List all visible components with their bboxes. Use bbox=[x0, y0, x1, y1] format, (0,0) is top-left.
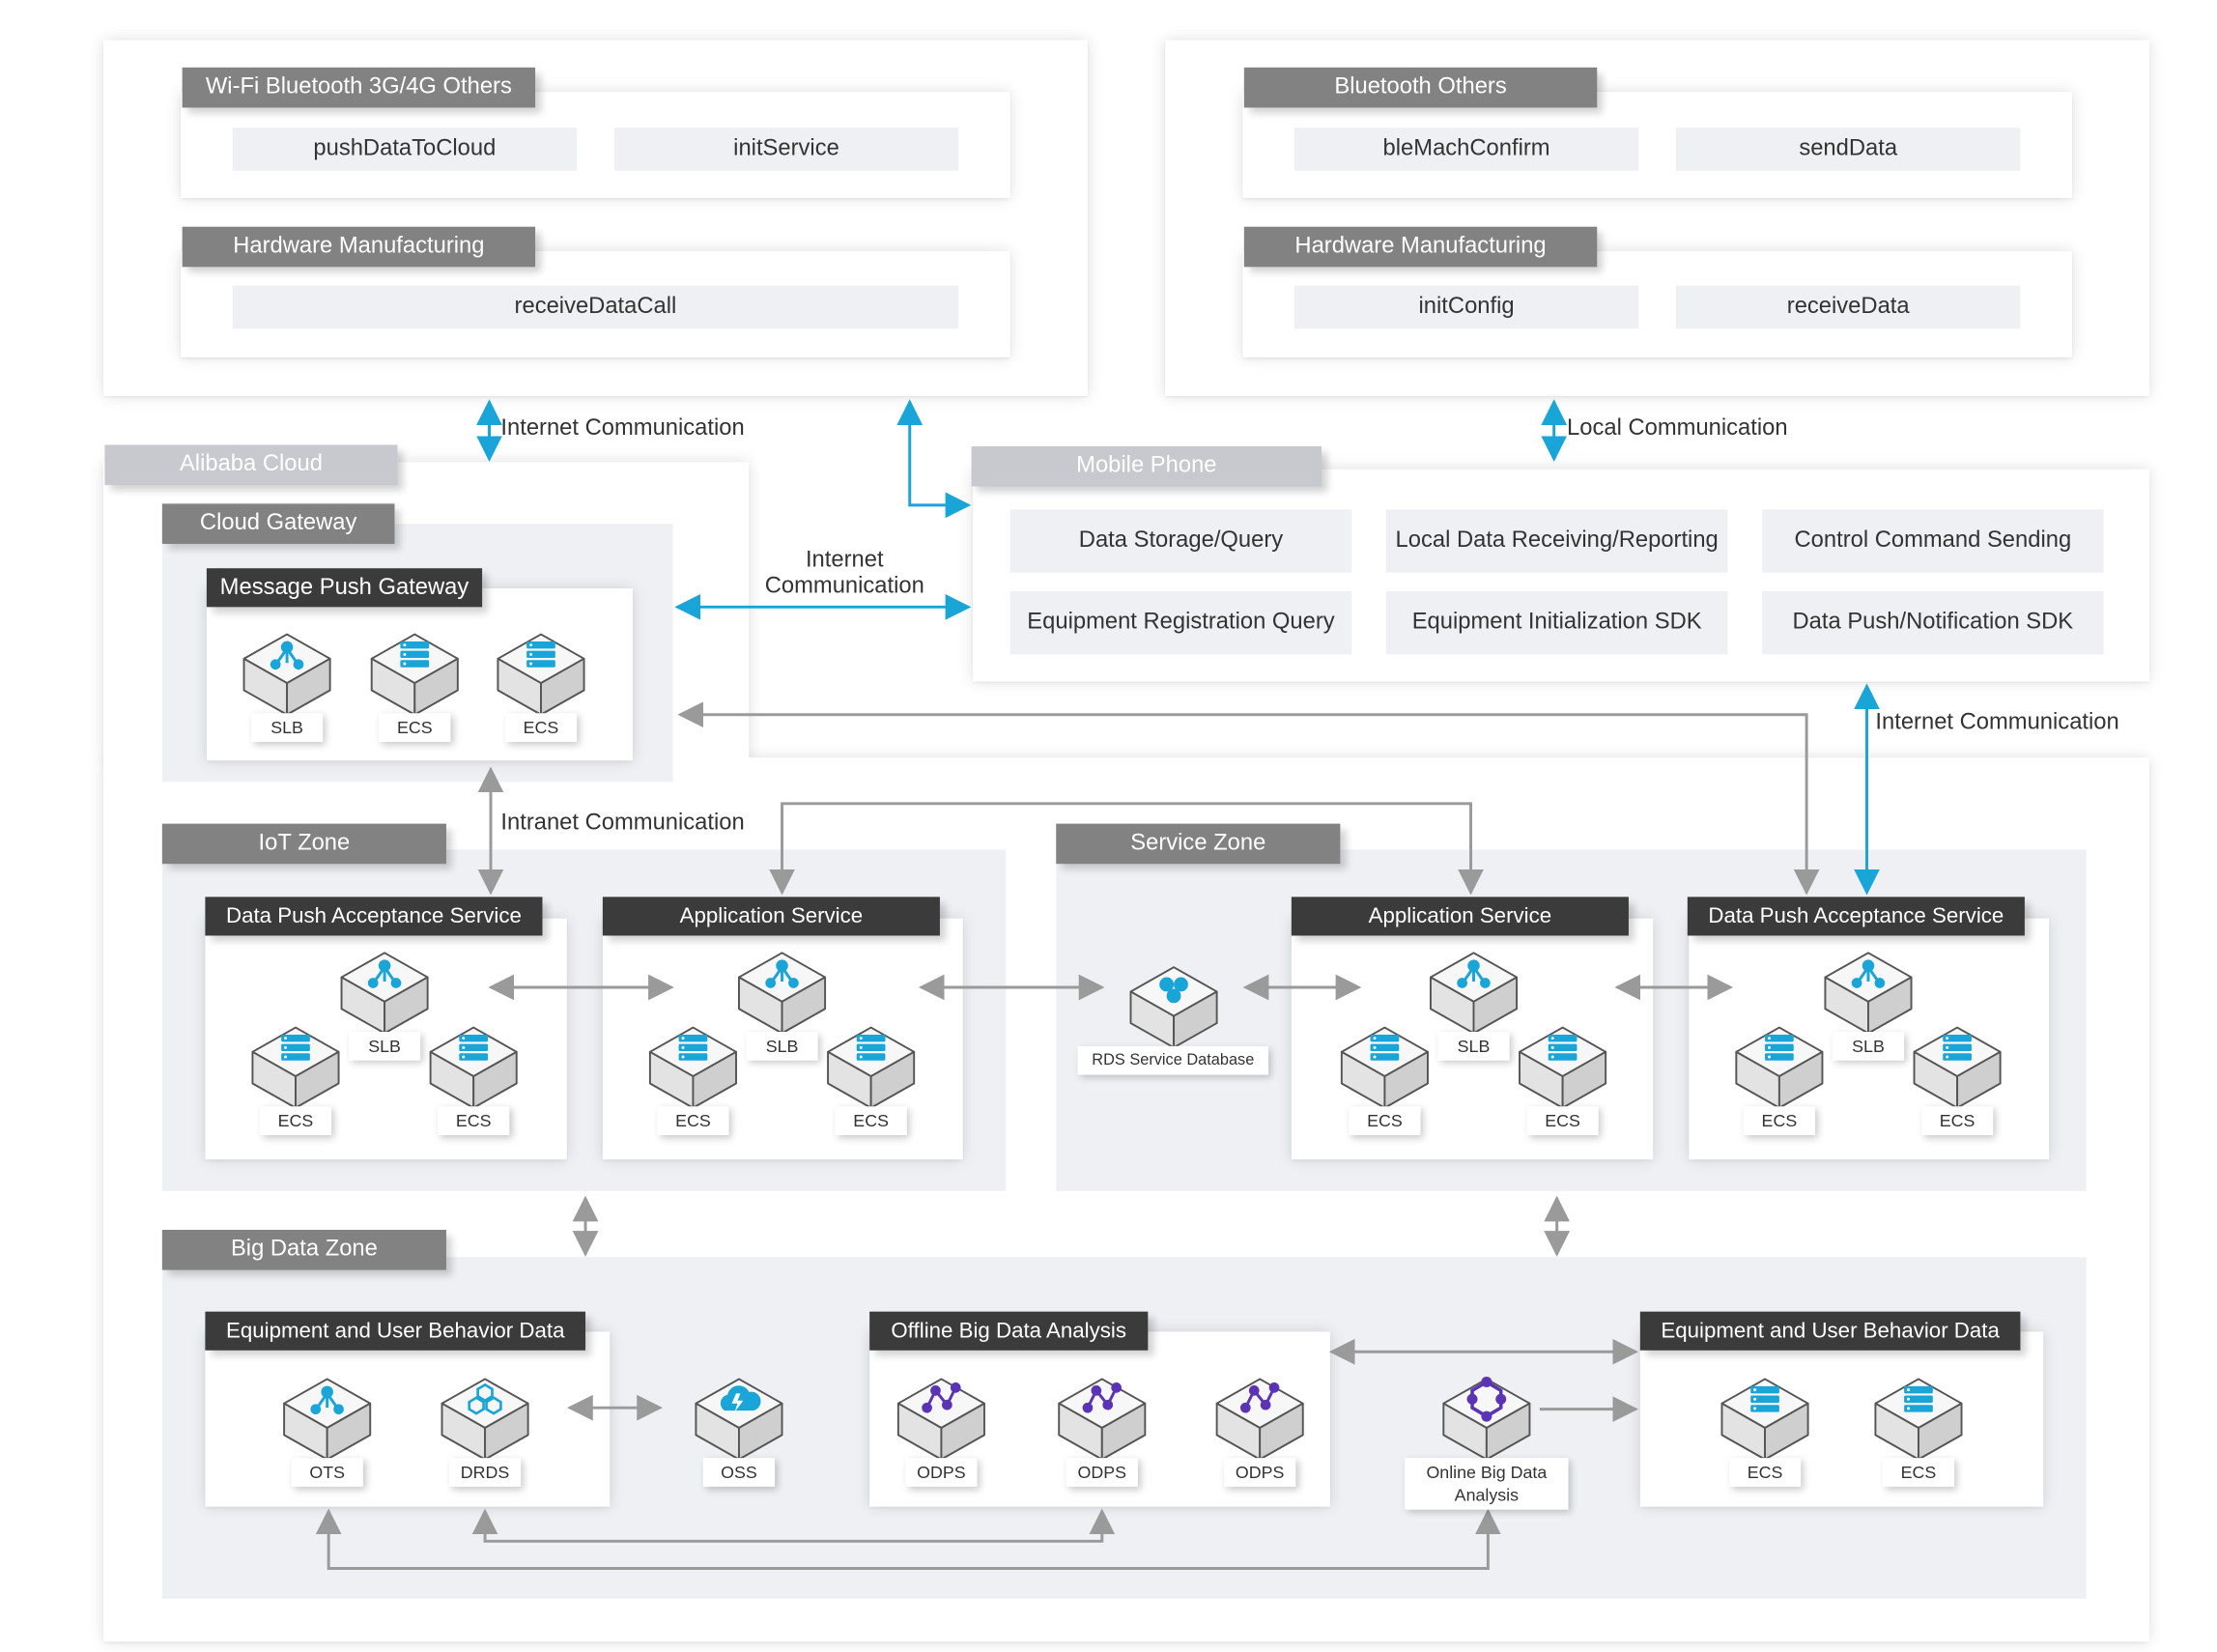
odps-label: ODPS bbox=[905, 1458, 978, 1487]
receive-data-call-cell: receiveDataCall bbox=[232, 285, 959, 329]
ecs-server-icon bbox=[1735, 1026, 1824, 1109]
offline-analysis-title: Offline Big Data Analysis bbox=[869, 1311, 1149, 1351]
data-storage-query-cell: Data Storage/Query bbox=[1009, 509, 1352, 573]
hardware-manufacturing-tag-right: Hardware Manufacturing bbox=[1243, 226, 1598, 268]
big-data-zone-tag: Big Data Zone bbox=[161, 1229, 446, 1270]
local-data-reporting-cell: Local Data Receiving/Reporting bbox=[1385, 509, 1728, 573]
online-line1: Online Big Data bbox=[1426, 1462, 1548, 1483]
iot-app-service-title: Application Service bbox=[602, 897, 940, 936]
ecs-server-icon bbox=[370, 633, 459, 716]
ecs-server-icon bbox=[827, 1026, 916, 1109]
behavior-right-ecs-label: ECS bbox=[1882, 1458, 1955, 1487]
online-line2: Analysis bbox=[1454, 1485, 1520, 1506]
service-push-slb-label: SLB bbox=[1832, 1032, 1905, 1061]
gateway-ecs-label: ECS bbox=[504, 713, 578, 742]
equipment-initialization-cell: Equipment Initialization SDK bbox=[1385, 590, 1728, 655]
odps-analytics-icon bbox=[1215, 1378, 1304, 1461]
slb-network-icon bbox=[1824, 952, 1913, 1035]
receive-data-cell: receiveData bbox=[1675, 285, 2021, 329]
ecs-server-icon bbox=[1913, 1026, 2002, 1109]
rds-service-database-label: RDS Service Database bbox=[1077, 1045, 1269, 1075]
ble-mach-confirm-cell: bleMachConfirm bbox=[1293, 128, 1639, 171]
internet-communication-label-right: Internet Communication bbox=[1875, 710, 2119, 735]
drds-distributed-db-icon bbox=[441, 1378, 529, 1461]
data-push-sdk-cell: Data Push/Notification SDK bbox=[1762, 590, 2104, 655]
ecs-server-icon bbox=[251, 1026, 340, 1109]
app-services-link bbox=[769, 802, 1484, 896]
rds-database-icon bbox=[1129, 966, 1218, 1049]
ecs-server-icon bbox=[1340, 1026, 1429, 1109]
ots-label: OTS bbox=[291, 1458, 363, 1487]
online-big-data-analysis-label: Online Big Data Analysis bbox=[1405, 1458, 1569, 1510]
init-config-cell: initConfig bbox=[1293, 285, 1639, 329]
service-data-push-title: Data Push Acceptance Service bbox=[1687, 897, 2025, 936]
slb-network-icon bbox=[738, 952, 827, 1035]
ecs-server-icon bbox=[648, 1026, 737, 1109]
alibaba-cloud-tag: Alibaba Cloud bbox=[104, 444, 398, 486]
cloud-gateway-tag: Cloud Gateway bbox=[161, 503, 395, 544]
local-communication-label: Local Communication bbox=[1567, 415, 1788, 441]
iot-app-ecs-label: ECS bbox=[657, 1106, 729, 1135]
service-app-ecs-label: ECS bbox=[1526, 1106, 1599, 1135]
ecs-server-icon bbox=[1874, 1378, 1963, 1461]
ecs-server-icon bbox=[429, 1026, 518, 1109]
behavior-left-panel bbox=[205, 1331, 611, 1507]
device-to-phone-link bbox=[896, 399, 972, 519]
iot-push-slb-label: SLB bbox=[348, 1032, 421, 1061]
iot-data-push-title: Data Push Acceptance Service bbox=[205, 897, 543, 936]
gateway-service-push-link bbox=[677, 701, 1820, 896]
service-app-slb-label: SLB bbox=[1437, 1032, 1510, 1061]
send-data-cell: sendData bbox=[1675, 128, 2021, 171]
internet-mid-line2: Communication bbox=[764, 574, 924, 599]
init-service-cell: initService bbox=[613, 128, 959, 171]
oss-label: OSS bbox=[702, 1458, 776, 1487]
behavior-right-title: Equipment and User Behavior Data bbox=[1639, 1311, 2021, 1351]
drds-odps-loop bbox=[471, 1508, 1116, 1543]
service-app-ecs-label: ECS bbox=[1349, 1106, 1421, 1135]
behavior-right-panel bbox=[1639, 1331, 2044, 1507]
internet-communication-label-top: Internet Communication bbox=[500, 415, 745, 441]
service-app-service-title: Application Service bbox=[1291, 897, 1629, 936]
intranet-communication-label: Intranet Communication bbox=[500, 811, 745, 836]
ecs-server-icon bbox=[1519, 1026, 1607, 1109]
internet-communication-label-mid: Internet Communication bbox=[765, 548, 924, 599]
ots-table-store-icon bbox=[283, 1378, 372, 1461]
behavior-right-ecs-label: ECS bbox=[1728, 1458, 1802, 1487]
drds-label: DRDS bbox=[448, 1458, 522, 1487]
iot-zone-tag: IoT Zone bbox=[161, 823, 446, 865]
ecs-server-icon bbox=[1720, 1378, 1809, 1461]
network-tag: Wi-Fi Bluetooth 3G/4G Others bbox=[182, 67, 536, 108]
slb-network-icon bbox=[340, 952, 429, 1035]
iot-app-ecs-label: ECS bbox=[835, 1106, 907, 1135]
behavior-left-title: Equipment and User Behavior Data bbox=[205, 1311, 586, 1351]
odps-label: ODPS bbox=[1224, 1458, 1296, 1487]
internet-mid-line1: Internet bbox=[805, 548, 884, 573]
slb-network-icon bbox=[242, 633, 331, 716]
odps-label: ODPS bbox=[1066, 1458, 1138, 1487]
control-command-cell: Control Command Sending bbox=[1762, 509, 2104, 573]
online-analysis-icon bbox=[1442, 1376, 1531, 1461]
bluetooth-tag: Bluetooth Others bbox=[1243, 67, 1598, 108]
odps-analytics-icon bbox=[1058, 1378, 1147, 1461]
push-data-to-cloud-cell: pushDataToCloud bbox=[232, 128, 578, 171]
gateway-slb-label: SLB bbox=[250, 713, 324, 742]
iot-push-ecs-label: ECS bbox=[259, 1106, 332, 1135]
service-push-ecs-label: ECS bbox=[1920, 1106, 1994, 1135]
ecs-server-icon bbox=[497, 633, 585, 716]
odps-analytics-icon bbox=[896, 1378, 985, 1461]
oss-cloud-storage-icon bbox=[695, 1378, 783, 1461]
slb-network-icon bbox=[1429, 952, 1519, 1035]
mobile-phone-tag: Mobile Phone bbox=[971, 445, 1322, 487]
iot-app-slb-label: SLB bbox=[746, 1032, 818, 1061]
equipment-registration-cell: Equipment Registration Query bbox=[1009, 590, 1352, 655]
message-push-gateway-title: Message Push Gateway bbox=[206, 568, 483, 608]
iot-push-ecs-label: ECS bbox=[438, 1106, 510, 1135]
ots-online-loop bbox=[315, 1508, 1501, 1571]
gateway-ecs-label: ECS bbox=[379, 713, 451, 742]
service-push-ecs-label: ECS bbox=[1743, 1106, 1816, 1135]
hardware-manufacturing-tag-left: Hardware Manufacturing bbox=[182, 226, 536, 268]
